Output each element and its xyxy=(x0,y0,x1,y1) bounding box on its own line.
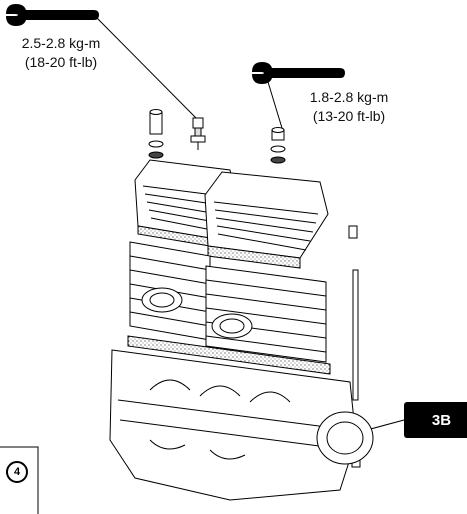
torque-callout-upper-right: 1.8-2.8 kg-m (13-20 ft-lb) xyxy=(290,88,408,126)
cylinder-head-right xyxy=(204,171,329,269)
torque-imperial: (13-20 ft-lb) xyxy=(312,108,386,124)
crankcase xyxy=(109,349,374,501)
torque-metric: 1.8-2.8 kg-m xyxy=(309,89,389,105)
base-gasket xyxy=(127,335,331,375)
step-number-badge: 4 xyxy=(6,461,28,483)
cylinder-head-nut xyxy=(270,127,286,164)
reference-tab: 3B xyxy=(404,402,467,438)
spark-plug xyxy=(190,117,206,150)
cylinder-left xyxy=(129,241,211,341)
cylinder-head-nut xyxy=(148,109,164,159)
torque-imperial: (18-20 ft-lb) xyxy=(24,54,98,70)
torque-metric: 2.5-2.8 kg-m xyxy=(21,35,101,51)
cylinder-right xyxy=(205,265,327,363)
wrench-icon xyxy=(252,62,345,84)
wrench-icon xyxy=(6,4,99,26)
torque-callout-upper-left: 2.5-2.8 kg-m (18-20 ft-lb) xyxy=(2,34,120,72)
step-box xyxy=(0,446,39,514)
